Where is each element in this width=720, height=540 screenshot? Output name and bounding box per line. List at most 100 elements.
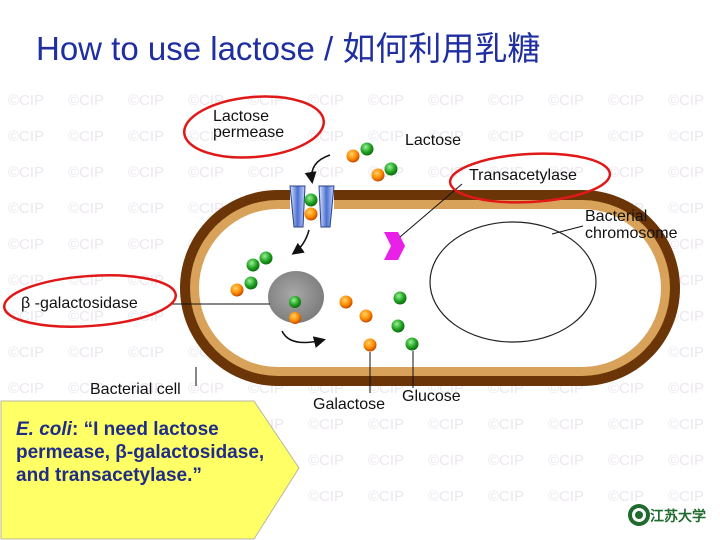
highlight-beta-galactosidase	[2, 274, 178, 328]
watermark-text: ©CIP	[68, 308, 105, 325]
watermark-text: ©CIP	[668, 200, 705, 217]
watermark-text: ©CIP	[428, 92, 465, 109]
watermark-text: ©CIP	[308, 92, 345, 109]
label-lactose-permease-line1: Lactose	[213, 108, 270, 125]
label-bacterial-cell: Bacterial cell	[90, 381, 181, 398]
watermark-text: ©CIP	[248, 164, 285, 181]
watermark-text: ©CIP	[368, 416, 405, 433]
watermark-text: ©CIP	[548, 416, 585, 433]
watermark-text: ©CIP	[608, 128, 645, 145]
watermark-text: ©CIP	[668, 344, 705, 361]
watermark-text: ©CIP	[128, 236, 165, 253]
watermark-text: ©CIP	[308, 164, 345, 181]
lactose-permease-protein	[289, 185, 335, 228]
watermark-text: ©CIP	[68, 380, 105, 397]
watermark-text: ©CIP	[188, 164, 225, 181]
watermark-text: ©CIP	[428, 452, 465, 469]
watermark-text: ©CIP	[8, 164, 45, 181]
watermark-text: ©CIP	[488, 488, 525, 505]
watermark-text: ©CIP	[488, 128, 525, 145]
watermark-text: ©CIP	[188, 380, 225, 397]
watermark-text: ©CIP	[548, 92, 585, 109]
watermark-text: ©CIP	[308, 452, 345, 469]
watermark-text: ©CIP	[368, 488, 405, 505]
watermark-text: ©CIP	[188, 200, 225, 217]
callout-organism: E. coli	[16, 419, 72, 440]
label-lactose: Lactose	[405, 132, 462, 149]
watermark-text: ©CIP	[548, 452, 585, 469]
watermark-text: ©CIP	[8, 380, 45, 397]
watermark-text: ©CIP	[668, 164, 705, 181]
highlight-transacetylase	[448, 152, 612, 204]
watermark-text: ©CIP	[608, 452, 645, 469]
chromosome-leader	[551, 225, 584, 235]
watermark-text: ©CIP	[8, 344, 45, 361]
callout-box	[0, 400, 300, 540]
label-glucose: Glucose	[402, 388, 461, 405]
label-transacetylase: Transacetylase	[469, 167, 577, 184]
watermark-text: ©CIP	[668, 380, 705, 397]
watermark-text: ©CIP	[368, 92, 405, 109]
watermark-text: ©CIP	[668, 452, 705, 469]
watermark-text: ©CIP	[8, 236, 45, 253]
hydrolysis-arrow	[281, 330, 326, 348]
label-lactose-permease-line2: permease	[213, 124, 285, 141]
watermark-text: ©CIP	[608, 92, 645, 109]
watermark-text: ©CIP	[128, 128, 165, 145]
watermark-text: ©CIP	[428, 128, 465, 145]
label-bacterial-chromosome-line2: chromosome	[585, 225, 678, 242]
permease-arrow	[304, 154, 331, 184]
watermark-text: ©CIP	[248, 128, 285, 145]
transacetylase-leader	[399, 183, 463, 238]
watermark-text: ©CIP	[488, 452, 525, 469]
watermark-text: ©CIP	[128, 92, 165, 109]
watermark-text: ©CIP	[8, 200, 45, 217]
watermark-text: ©CIP	[548, 164, 585, 181]
watermark-text: ©CIP	[668, 128, 705, 145]
watermark-text: ©CIP	[368, 452, 405, 469]
transacetylase-enzyme	[384, 232, 405, 260]
watermark-text: ©CIP	[668, 416, 705, 433]
uptake-arrow	[291, 229, 310, 255]
watermark-text: ©CIP	[608, 164, 645, 181]
watermark-text: ©CIP	[668, 236, 705, 253]
label-beta-galactosidase: β -galactosidase	[21, 295, 138, 312]
bacterial-chromosome	[429, 221, 597, 343]
watermark-text: ©CIP	[128, 200, 165, 217]
watermark-text: ©CIP	[308, 488, 345, 505]
watermark-text: ©CIP	[608, 380, 645, 397]
watermark-text: ©CIP	[668, 488, 705, 505]
watermark-text: ©CIP	[608, 416, 645, 433]
watermark-text: ©CIP	[608, 488, 645, 505]
label-galactose: Galactose	[313, 396, 386, 413]
watermark-text: ©CIP	[428, 488, 465, 505]
lactose-molecules-inside	[230, 251, 273, 297]
watermark-text: ©CIP	[68, 164, 105, 181]
watermark-text: ©CIP	[488, 92, 525, 109]
university-logo-icon	[628, 504, 650, 526]
watermark-text: ©CIP	[128, 344, 165, 361]
watermark-text: ©CIP	[668, 92, 705, 109]
lactose-molecules-outside	[346, 142, 398, 182]
label-bacterial-chromosome-line1: Bacterial	[585, 208, 648, 225]
watermark-text: ©CIP	[488, 164, 525, 181]
watermark-text: ©CIP	[8, 128, 45, 145]
watermark-text: ©CIP	[8, 92, 45, 109]
watermark-text: ©CIP	[68, 200, 105, 217]
watermark-text: ©CIP	[308, 416, 345, 433]
watermark-text: ©CIP	[68, 344, 105, 361]
callout-text: E. coli: “I need lactose permease, β-gal…	[16, 418, 276, 487]
watermark-text: ©CIP	[548, 128, 585, 145]
highlight-lactose-permease	[182, 95, 326, 159]
watermark-text: ©CIP	[428, 416, 465, 433]
watermark-text: ©CIP	[128, 380, 165, 397]
watermark-text: ©CIP	[548, 488, 585, 505]
callout-quote: : “I need lactose permease, β-galactosid…	[16, 419, 265, 486]
watermark-text: ©CIP	[368, 128, 405, 145]
watermark-text: ©CIP	[68, 236, 105, 253]
watermark-text: ©CIP	[68, 92, 105, 109]
university-logo-text: 江苏大学	[650, 509, 706, 525]
watermark-text: ©CIP	[188, 128, 225, 145]
watermark-text: ©CIP	[428, 164, 465, 181]
